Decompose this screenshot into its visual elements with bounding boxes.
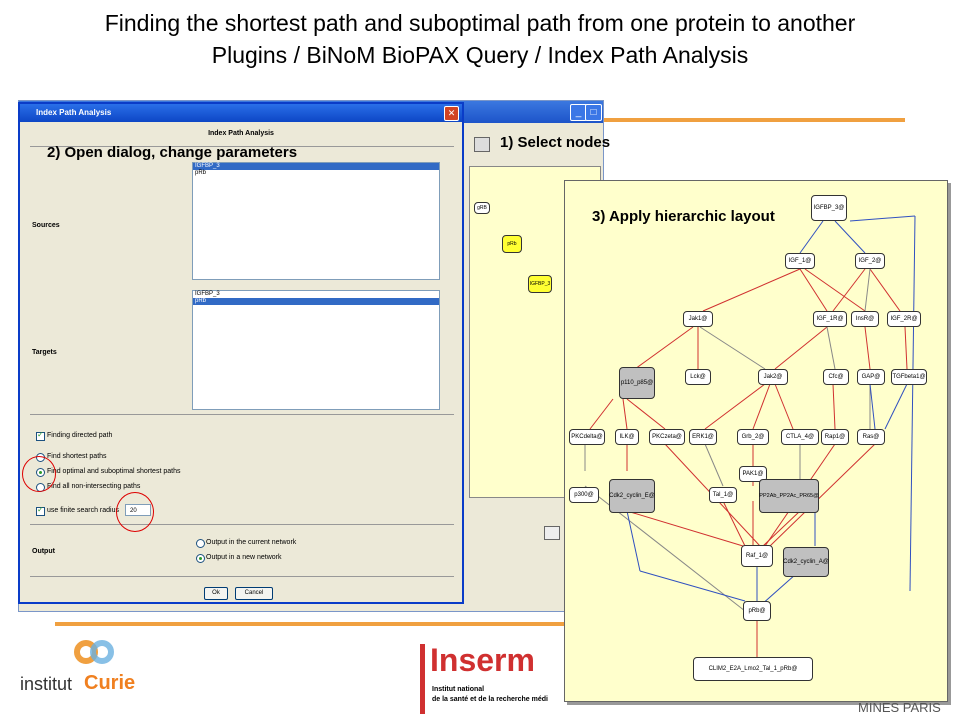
ok-button[interactable]: Ok	[204, 587, 228, 600]
list-item[interactable]: pRb	[195, 170, 207, 176]
curie-text-b: Curie	[84, 672, 136, 694]
shortest-label: Find shortest paths	[47, 453, 107, 460]
output-current-radio[interactable]	[196, 539, 205, 548]
slide-title-line2: Plugins / BiNoM BioPAX Query / Index Pat…	[211, 42, 749, 68]
graph-node[interactable]: ERK1@	[689, 429, 717, 445]
sources-label: Sources	[32, 222, 60, 229]
bg-node[interactable]: IGFBP_3	[528, 275, 552, 293]
orange-rule-bottom	[55, 622, 575, 626]
suboptimal-label: Find optimal and suboptimal shortest pat…	[47, 468, 181, 475]
output-new-label: Output in a new network	[206, 554, 282, 561]
directed-path-label: Finding directed path	[47, 432, 113, 439]
cancel-button[interactable]: Cancel	[235, 587, 273, 600]
graph-node[interactable]: IGF_1@	[785, 253, 815, 269]
graph-node[interactable]: IGFBP_3@	[811, 195, 847, 221]
dialog-heading: Index Path Analysis	[208, 130, 274, 137]
annotation-step3: 3) Apply hierarchic layout	[592, 208, 775, 225]
graph-node[interactable]: CTLA_4@	[781, 429, 819, 445]
close-icon[interactable]: ✕	[444, 106, 459, 121]
graph-node[interactable]: Jak2@	[758, 369, 788, 385]
list-item[interactable]: pRb	[193, 298, 439, 305]
orange-rule-top	[440, 118, 905, 122]
graph-node[interactable]: GAP@	[857, 369, 885, 385]
graph-node[interactable]: ILK@	[615, 429, 639, 445]
nonintersecting-label: Find all non-intersecting paths	[47, 483, 141, 490]
graph-node[interactable]: IGF_1R@	[813, 311, 847, 327]
panel-icon[interactable]	[544, 526, 560, 540]
divider	[30, 414, 454, 415]
targets-label: Targets	[32, 349, 57, 356]
bg-node[interactable]: pRb	[502, 235, 522, 253]
inserm-text: Inserm	[430, 642, 535, 678]
graph-node[interactable]: p110_p85@	[619, 367, 655, 399]
index-path-analysis-dialog: Index Path Analysis ✕ Index Path Analysi…	[18, 102, 464, 604]
graph-node[interactable]: Jak1@	[683, 311, 713, 327]
graph-node[interactable]: PP2Ab_PP2Ac_PR65@	[759, 479, 819, 513]
directed-path-checkbox[interactable]: ✓	[36, 430, 45, 441]
graph-node[interactable]: PKCdelta@	[569, 429, 605, 445]
maximize-icon[interactable]: □	[585, 104, 602, 121]
output-current-label: Output in the current network	[206, 539, 297, 546]
list-item[interactable]: IGFBP_3	[193, 163, 439, 170]
bg-node[interactable]: gRB	[474, 202, 490, 214]
graph-node[interactable]: CLIM2_E2A_Lmo2_Tal_1_pRb@	[693, 657, 813, 681]
graph-node[interactable]: Grb_2@	[737, 429, 769, 445]
annotation-step2: 2) Open dialog, change parameters	[47, 144, 298, 161]
institut-curie-logo: institut Curie	[20, 640, 140, 700]
divider	[30, 576, 454, 577]
graph-node[interactable]: PKCzeta@	[649, 429, 685, 445]
graph-node[interactable]: p300@	[569, 487, 599, 503]
graph-node[interactable]: IGF_2@	[855, 253, 885, 269]
highlight-circle	[116, 492, 154, 532]
graph-node[interactable]: Tal_1@	[709, 487, 737, 503]
graph-node[interactable]: Ras@	[857, 429, 885, 445]
graph-node[interactable]: Rap1@	[821, 429, 849, 445]
targets-list[interactable]: IGFBP_3 pRb	[192, 290, 440, 410]
slide-title-line1: Finding the shortest path and suboptimal…	[104, 10, 856, 36]
highlight-circle	[22, 456, 56, 492]
list-item[interactable]: IGFBP_3	[195, 291, 220, 297]
inserm-sub1: Institut national	[432, 686, 485, 693]
graph-node[interactable]: TGFbeta1@	[891, 369, 927, 385]
divider	[30, 524, 454, 525]
divider	[30, 146, 454, 147]
graph-node[interactable]: Cfc@	[823, 369, 849, 385]
graph-node[interactable]: Cdk2_cyclin_A@	[783, 547, 829, 577]
graph-node[interactable]: PAK1@	[739, 466, 767, 482]
hierarchic-graph-panel[interactable]: IGFBP_3@ IGF_1@ IGF_2@ Jak1@ IGF_1R@ Ins…	[564, 180, 948, 702]
mines-paris-logo: MINES PARIS	[858, 700, 941, 715]
annotation-step1: 1) Select nodes	[500, 134, 611, 151]
curie-text-a: institut	[20, 674, 73, 694]
graph-node[interactable]: IGF_2R@	[887, 311, 921, 327]
graph-node[interactable]: InsR@	[851, 311, 879, 327]
dialog-titlebar: Index Path Analysis	[20, 104, 462, 122]
output-label: Output	[32, 548, 55, 555]
graph-node[interactable]: Cdk2_cyclin_E@	[609, 479, 655, 513]
toolbar-icon[interactable]	[474, 137, 490, 152]
graph-node[interactable]: pRb@	[743, 601, 771, 621]
inserm-logo: Inserm Institut national de la santé et …	[420, 638, 570, 718]
graph-node[interactable]: Lck@	[685, 369, 711, 385]
output-new-radio[interactable]	[196, 554, 205, 563]
graph-edges	[584, 215, 916, 666]
sources-list[interactable]: IGFBP_3 pRb	[192, 162, 440, 280]
finite-radius-label: use finite search radius	[47, 507, 119, 514]
inserm-sub2: de la santé et de la recherche médi	[432, 696, 548, 703]
finite-radius-checkbox[interactable]: ✓	[36, 505, 45, 516]
graph-node[interactable]: Raf_1@	[741, 545, 773, 567]
